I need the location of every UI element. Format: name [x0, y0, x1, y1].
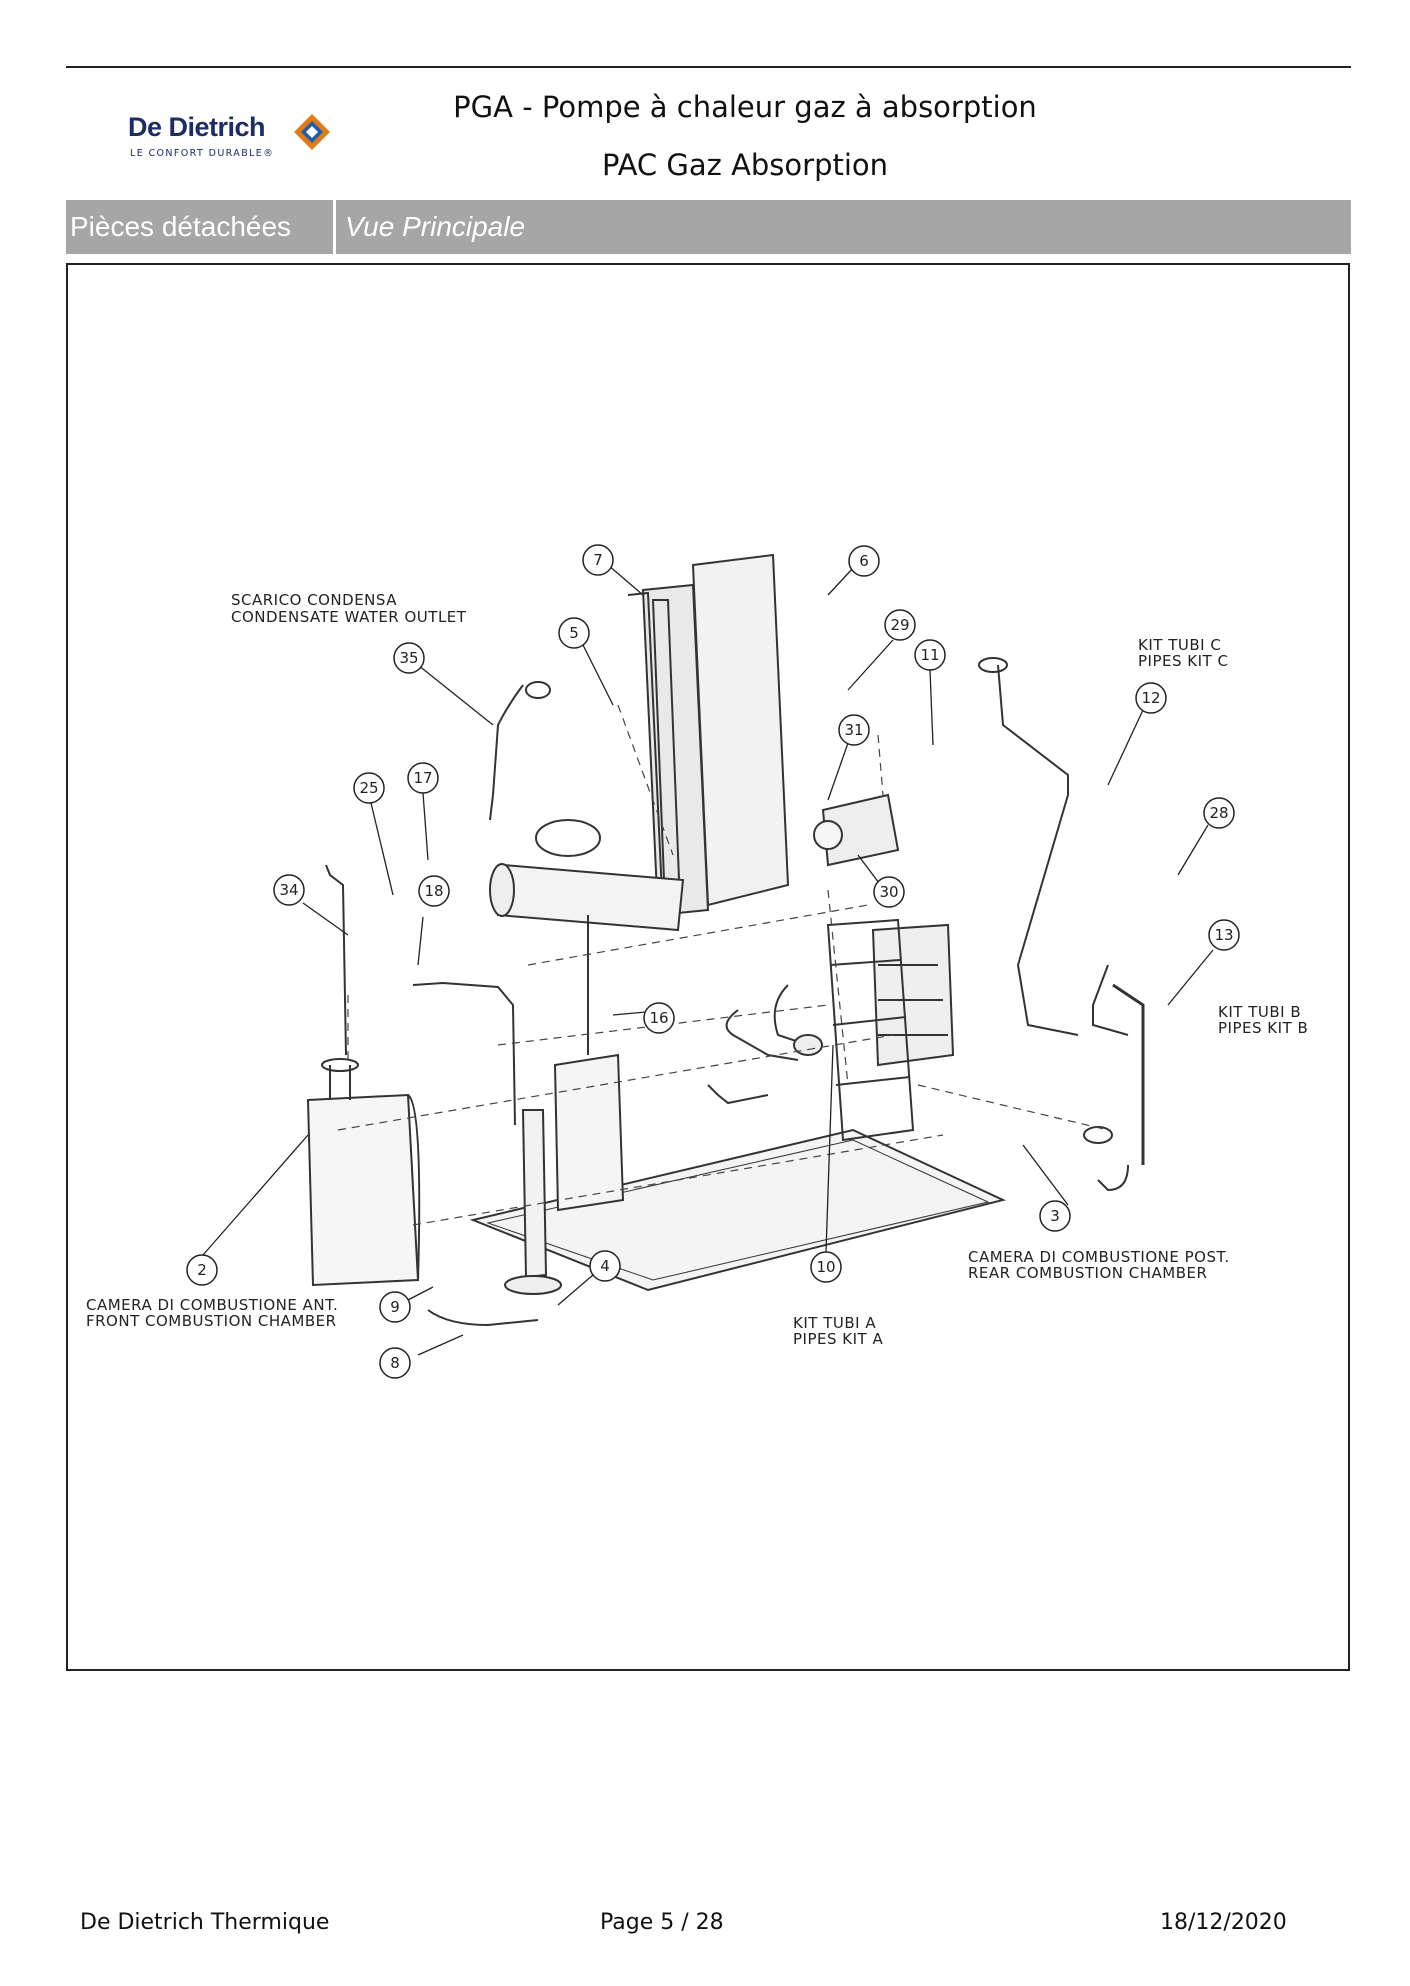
footer-company: De Dietrich Thermique [80, 1910, 330, 1935]
callout-8: 8 [390, 1354, 400, 1372]
label-kit-b-it: KIT TUBI B [1218, 1003, 1301, 1021]
label-rear-en: REAR COMBUSTION CHAMBER [968, 1264, 1207, 1282]
callout-29: 29 [890, 616, 909, 634]
callout-4: 4 [600, 1257, 610, 1275]
logo-tagline: LE CONFORT DURABLE® [130, 148, 275, 159]
expansion-tank [521, 1109, 548, 1279]
pipes-kit-a [725, 984, 809, 1061]
callout-30: 30 [879, 883, 898, 901]
callout-5: 5 [569, 624, 579, 642]
callout-16: 16 [649, 1009, 668, 1027]
section-label: Pièces détachées [66, 200, 336, 254]
label-front-it: CAMERA DI COMBUSTIONE ANT. [86, 1296, 338, 1314]
page-subtitle: PAC Gaz Absorption [601, 148, 889, 182]
view-label: Vue Principale [345, 211, 526, 242]
callout-12: 12 [1141, 689, 1160, 707]
label-rear-it: CAMERA DI COMBUSTIONE POST. [968, 1248, 1230, 1266]
label-front-en: FRONT COMBUSTION CHAMBER [86, 1312, 337, 1330]
diagram-frame: 7 6 5 29 11 35 31 12 17 25 28 34 18 30 1… [66, 263, 1350, 1671]
callout-13: 13 [1214, 926, 1233, 944]
rear-combustion-chamber [871, 923, 955, 1067]
exploded-parts-diagram: 7 6 5 29 11 35 31 12 17 25 28 34 18 30 1… [86, 544, 1308, 1379]
callout-17: 17 [413, 769, 432, 787]
callout-34: 34 [279, 881, 298, 899]
label-condensate-it: SCARICO CONDENSA [231, 591, 397, 609]
label-kit-a-en: PIPES KIT A [793, 1330, 883, 1348]
callout-7: 7 [593, 551, 603, 569]
label-kit-a-it: KIT TUBI A [793, 1314, 876, 1332]
front-combustion-chamber [306, 1093, 420, 1287]
callout-9: 9 [390, 1298, 400, 1316]
logo-name: De Dietrich [128, 112, 266, 142]
label-kit-b-en: PIPES KIT B [1218, 1019, 1308, 1037]
base-plate [469, 1128, 1006, 1292]
pipes-kit-b [1112, 983, 1145, 1165]
callout-28: 28 [1209, 804, 1228, 822]
footer-date: 18/12/2020 [1160, 1910, 1287, 1935]
logo-diamond-icon [294, 114, 330, 150]
central-riser [553, 1053, 625, 1212]
top-rule [66, 66, 1351, 68]
callout-6: 6 [859, 552, 869, 570]
footer-page: Page 5 / 28 [600, 1910, 724, 1935]
callout-35: 35 [399, 649, 418, 667]
generator-column [691, 553, 790, 907]
burner-cage [826, 918, 915, 1142]
label-kit-c-it: KIT TUBI C [1138, 636, 1221, 654]
section-bar: Pièces détachées Vue Principale [66, 200, 1351, 254]
brand-logo: De Dietrich LE CONFORT DURABLE® [128, 112, 348, 164]
callout-31: 31 [844, 721, 863, 739]
callout-2: 2 [197, 1261, 207, 1279]
callout-25: 25 [359, 779, 378, 797]
label-kit-c-en: PIPES KIT C [1138, 652, 1228, 670]
page-title: PGA - Pompe à chaleur gaz à absorption [453, 90, 1037, 124]
callout-18: 18 [424, 882, 443, 900]
label-condensate-en: CONDENSATE WATER OUTLET [231, 608, 467, 626]
condensate-pipe [489, 684, 524, 821]
pipes-kit-c [997, 664, 1079, 1036]
callout-3: 3 [1050, 1207, 1060, 1225]
callout-10: 10 [816, 1258, 835, 1276]
callout-11: 11 [920, 646, 939, 664]
